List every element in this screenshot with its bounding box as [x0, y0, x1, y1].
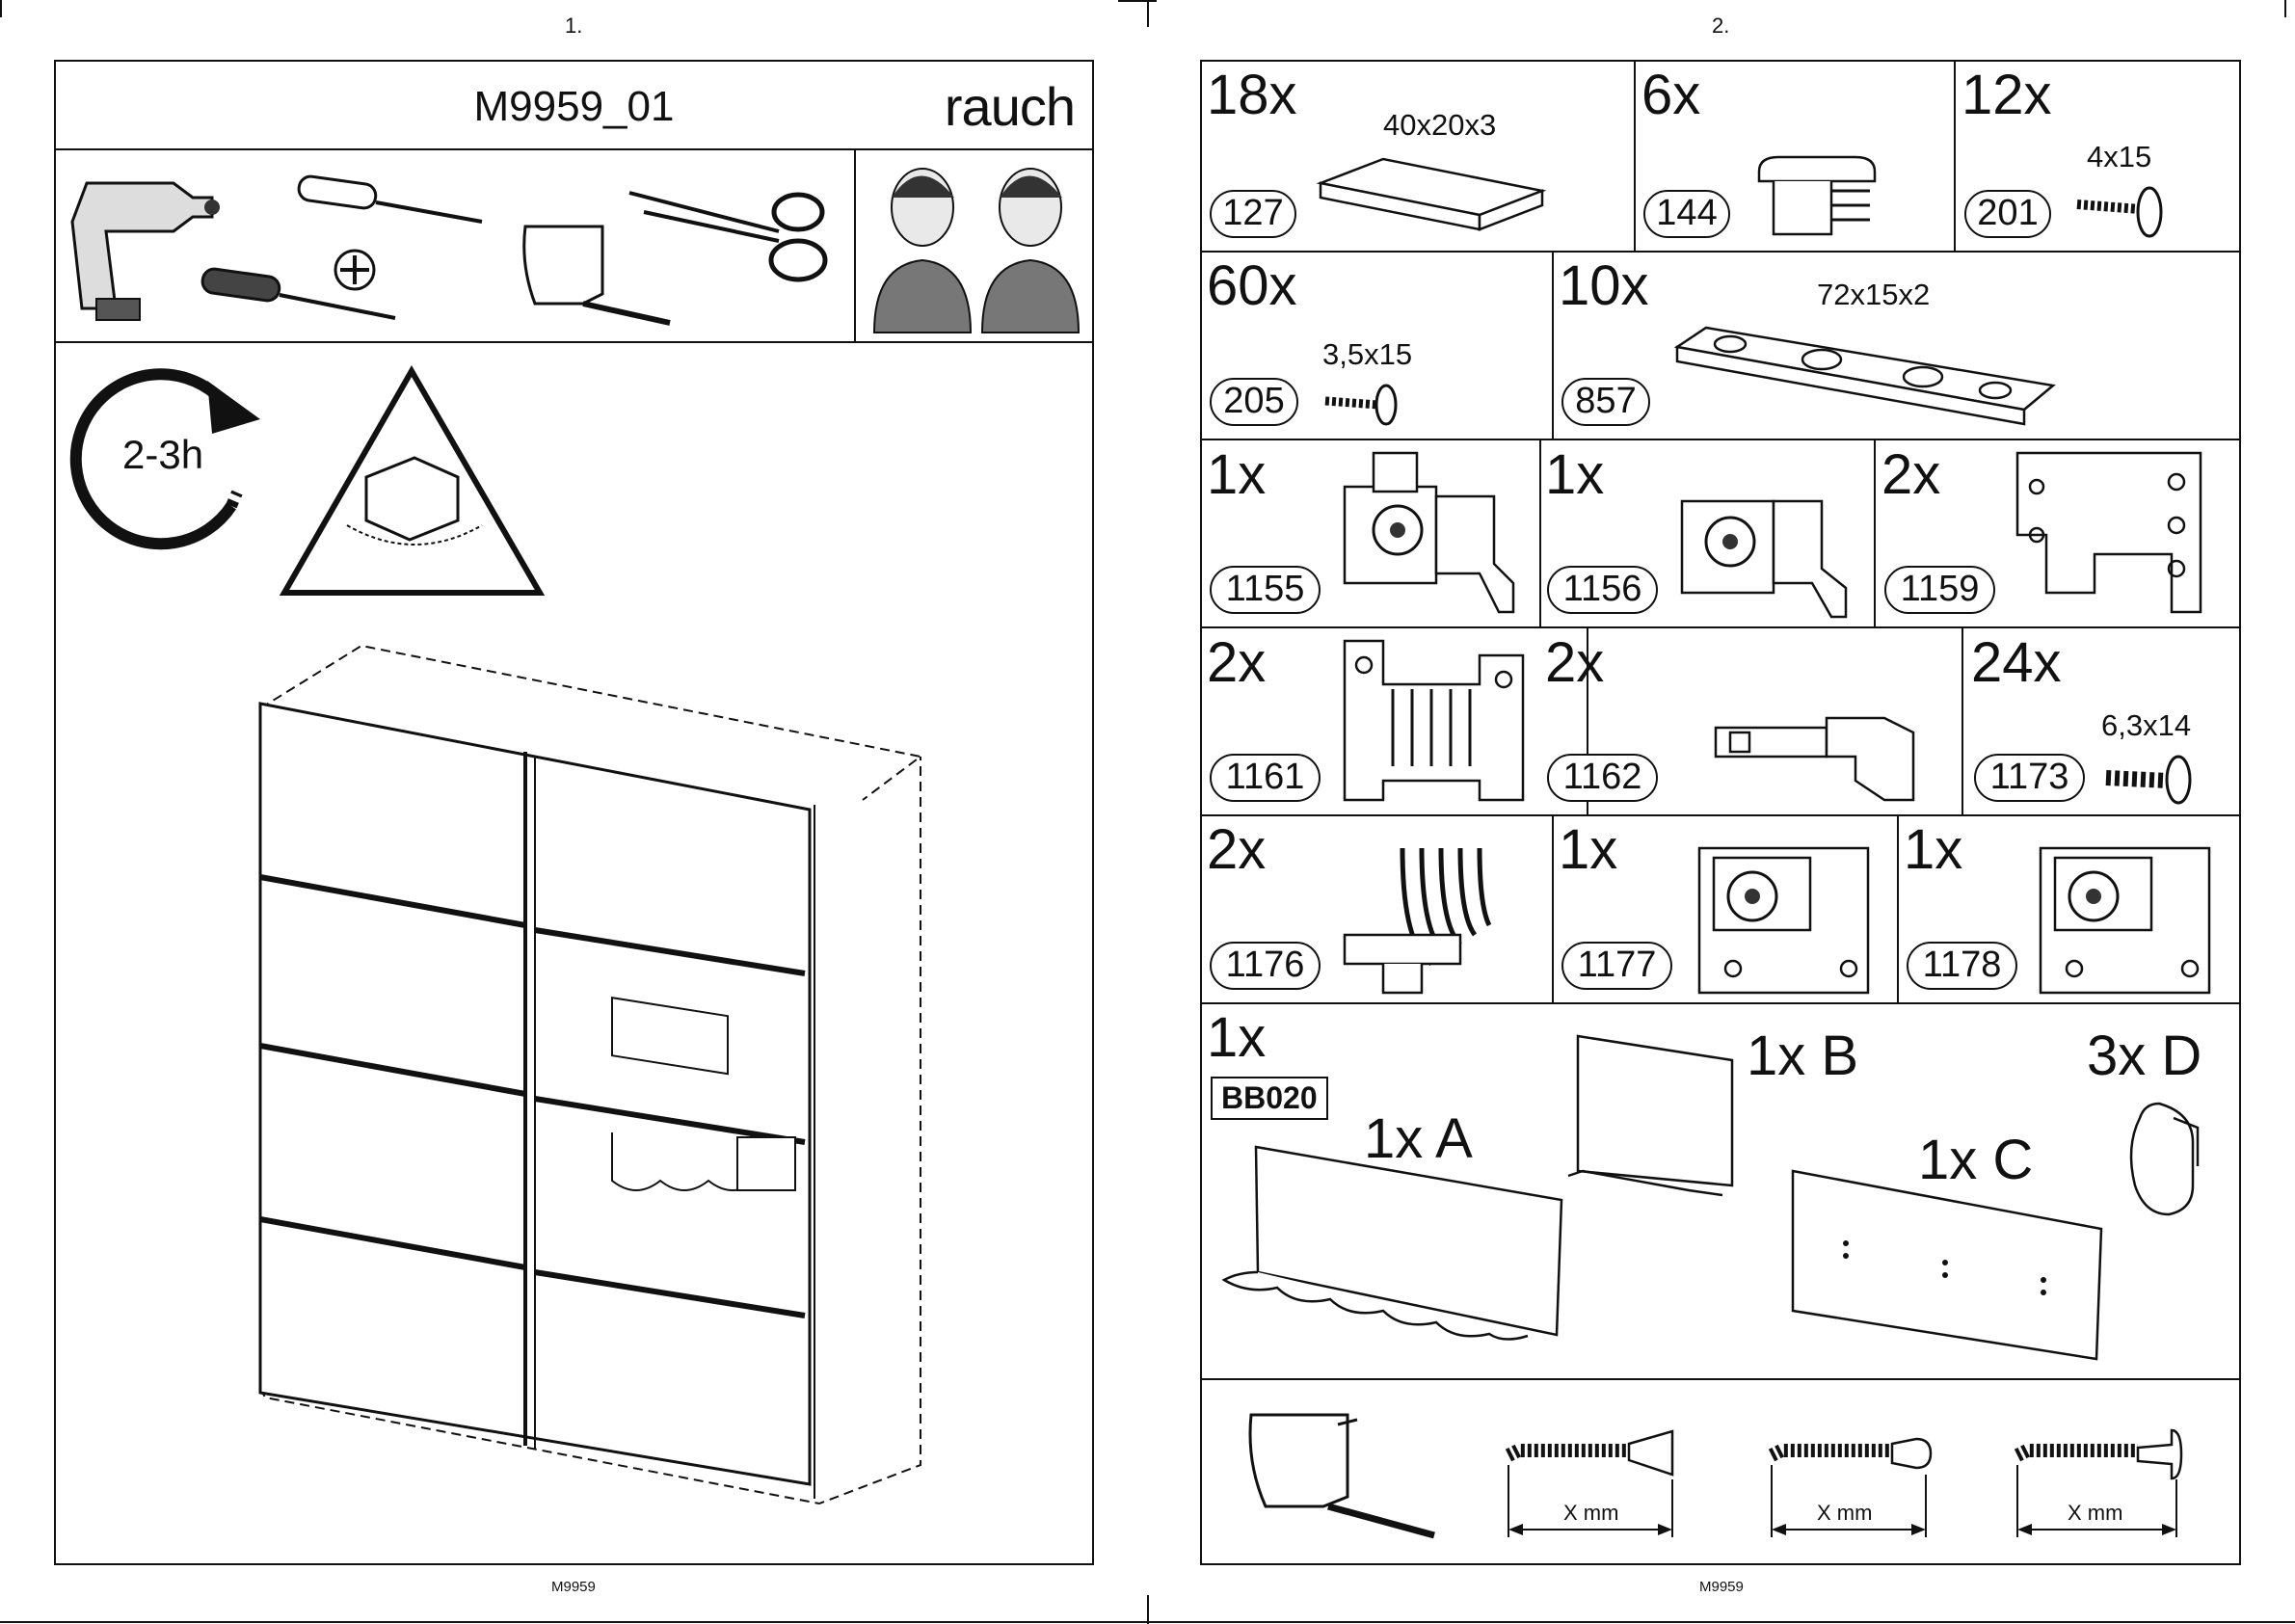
part-qty: 1x — [1207, 447, 1266, 503]
accessory-code: BB020 — [1211, 1077, 1328, 1120]
guide-bracket-icon — [1335, 636, 1537, 805]
part-qty: 12x — [1961, 67, 2052, 123]
part-dim: 72x15x2 — [1817, 278, 1930, 312]
hook-part-d-icon — [2121, 1099, 2207, 1219]
col-divider — [1552, 814, 1554, 1002]
part-qty: 2x — [1207, 822, 1266, 878]
col-divider — [1897, 814, 1899, 1002]
bottom-edge — [0, 1621, 2295, 1623]
crop-mark — [1147, 0, 1149, 27]
row-divider — [1200, 439, 2241, 440]
page-number-right: 2. — [1712, 13, 1729, 39]
part-id: 1161 — [1210, 754, 1321, 802]
tape-measure-icon — [1241, 1405, 1439, 1545]
brand-logo: rauch — [945, 75, 1075, 138]
cap-plug-icon — [1749, 152, 1889, 244]
connector-plate-icon — [1672, 323, 2058, 429]
col-divider — [1961, 626, 1963, 814]
part-id: 1156 — [1547, 566, 1658, 614]
screw-length-label: X mm — [2068, 1501, 2122, 1526]
part-qty: 2x — [1207, 635, 1266, 691]
row-divider — [1200, 1378, 2241, 1380]
col-divider — [1634, 60, 1636, 251]
wardrobe-drawing — [246, 636, 930, 1523]
phillips-plus-icon — [333, 248, 377, 292]
screw-icon — [2072, 185, 2169, 243]
part-dim: 6,3x14 — [2101, 708, 2191, 743]
stopper-icon — [1711, 708, 1918, 805]
part-qty: 18x — [1207, 67, 1297, 123]
crop-mark — [2284, 0, 2286, 17]
part-id: 205 — [1210, 378, 1298, 426]
part-dim: 4x15 — [2087, 140, 2151, 174]
accessory-qty: 1x — [1207, 1010, 1266, 1066]
part-b-label: 1x B — [1747, 1024, 1858, 1088]
col-divider — [1552, 251, 1554, 439]
screw-length-label: X mm — [1563, 1501, 1618, 1526]
footer-left: M9959 — [551, 1579, 596, 1595]
hinge-plate-icon — [2013, 448, 2205, 617]
part-qty: 2x — [1545, 635, 1604, 691]
part-id: 144 — [1643, 190, 1730, 238]
part-id: 1162 — [1547, 754, 1658, 802]
part-id: 1155 — [1210, 566, 1321, 614]
assembly-time: 2-3h — [122, 432, 203, 478]
tools-divider — [854, 148, 856, 341]
footer-right: M9959 — [1699, 1579, 1744, 1595]
shoe-rack-part-a-icon — [1210, 1142, 1571, 1335]
part-id: 1159 — [1884, 566, 1995, 614]
part-dim: 3,5x15 — [1322, 337, 1412, 372]
roller-mechanism-icon — [1340, 448, 1523, 617]
row-divider — [1200, 626, 2241, 628]
wood-block-icon — [1316, 154, 1547, 231]
roller-carriage-icon — [1695, 834, 1873, 998]
panel-part-c-icon — [1788, 1166, 2106, 1359]
part-qty: 1x — [1559, 822, 1617, 878]
part-qty: 60x — [1207, 258, 1297, 314]
part-id: 1176 — [1210, 942, 1321, 990]
crop-mark — [1118, 0, 1157, 2]
part-d-label: 3x D — [2087, 1024, 2202, 1088]
page-number-left: 1. — [565, 13, 582, 39]
roller-carriage-icon — [2036, 834, 2214, 998]
two-persons-icon — [869, 154, 1086, 333]
screwdriver-flat-icon — [294, 175, 487, 233]
part-id: 857 — [1561, 378, 1650, 426]
model-title: M9959_01 — [56, 83, 1092, 131]
part-id: 201 — [1964, 190, 2051, 238]
part-qty: 24x — [1971, 635, 2062, 691]
crop-mark — [0, 0, 2, 17]
roller-mechanism-icon — [1677, 482, 1855, 622]
part-id: 1177 — [1561, 942, 1672, 990]
part-id: 1173 — [1974, 754, 2085, 802]
part-qty: 2x — [1881, 447, 1940, 503]
warning-triangle-icon — [280, 366, 545, 598]
screw-icon — [1321, 384, 1402, 427]
screw-length-label: X mm — [1817, 1501, 1872, 1526]
crop-mark — [1147, 1595, 1149, 1624]
screw-icon — [2101, 754, 2198, 807]
part-id: 127 — [1210, 190, 1296, 238]
scissors-icon — [625, 183, 837, 289]
cable-guide-icon — [1340, 839, 1533, 998]
row-divider — [1200, 814, 2241, 816]
part-dim: 40x20x3 — [1383, 108, 1496, 143]
part-qty: 6x — [1641, 67, 1700, 123]
col-divider — [1539, 439, 1541, 626]
header-band: M9959_01 rauch — [56, 62, 1092, 150]
row-divider — [1200, 1002, 2241, 1004]
col-divider — [1954, 60, 1956, 251]
part-qty: 10x — [1559, 258, 1649, 314]
row-divider — [1200, 251, 2241, 253]
part-id: 1178 — [1907, 942, 2017, 990]
part-qty: 1x — [1904, 822, 1962, 878]
part-qty: 1x — [1545, 447, 1604, 503]
bracket-part-b-icon — [1563, 1031, 1737, 1200]
col-divider — [1874, 439, 1876, 626]
